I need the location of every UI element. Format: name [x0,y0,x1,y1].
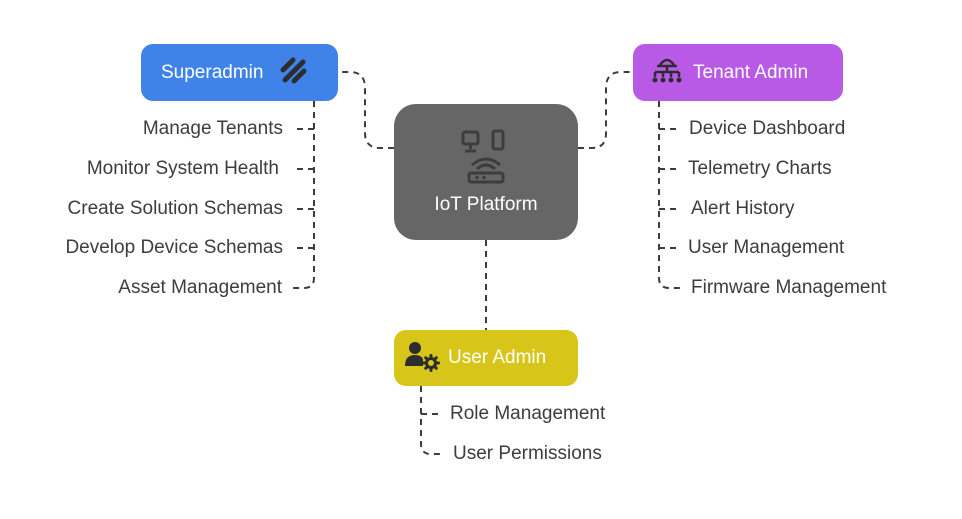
user-admin-item[interactable]: User Permissions [453,443,602,464]
tenant-admin-item[interactable]: User Management [688,237,845,258]
superadmin-item[interactable]: Create Solution Schemas [67,198,283,219]
superadmin-spine [292,101,315,289]
user-admin-node[interactable]: User Admin [394,330,578,386]
user-admin-item[interactable]: Role Management [450,403,606,424]
tenant-admin-item[interactable]: Alert History [691,198,795,219]
wrench-tools-icon [277,54,309,91]
org-hierarchy-icon [651,55,683,90]
tenant-admin-node[interactable]: Tenant Admin [633,44,843,101]
superadmin-node[interactable]: Superadmin [141,44,338,101]
superadmin-item[interactable]: Develop Device Schemas [65,237,283,258]
tenant-admin-item[interactable]: Firmware Management [691,277,887,298]
link-superadmin [338,71,394,149]
iot-network-icon [460,129,512,190]
tenant-admin-label: Tenant Admin [693,61,809,83]
link-tenant [578,71,633,149]
user-admin-label: User Admin [448,347,547,368]
superadmin-item[interactable]: Asset Management [118,277,282,298]
center-title: IoT Platform [434,193,538,215]
user-spine [420,386,443,455]
superadmin-item[interactable]: Monitor System Health [86,158,279,179]
tenant-admin-item[interactable]: Telemetry Charts [688,158,832,179]
user-gear-icon [404,340,440,377]
tenant-admin-item[interactable]: Device Dashboard [689,118,846,139]
center-node[interactable]: IoT Platform [394,104,578,240]
tenant-spine [658,101,681,289]
superadmin-label: Superadmin [161,61,264,83]
superadmin-item[interactable]: Manage Tenants [142,118,283,139]
